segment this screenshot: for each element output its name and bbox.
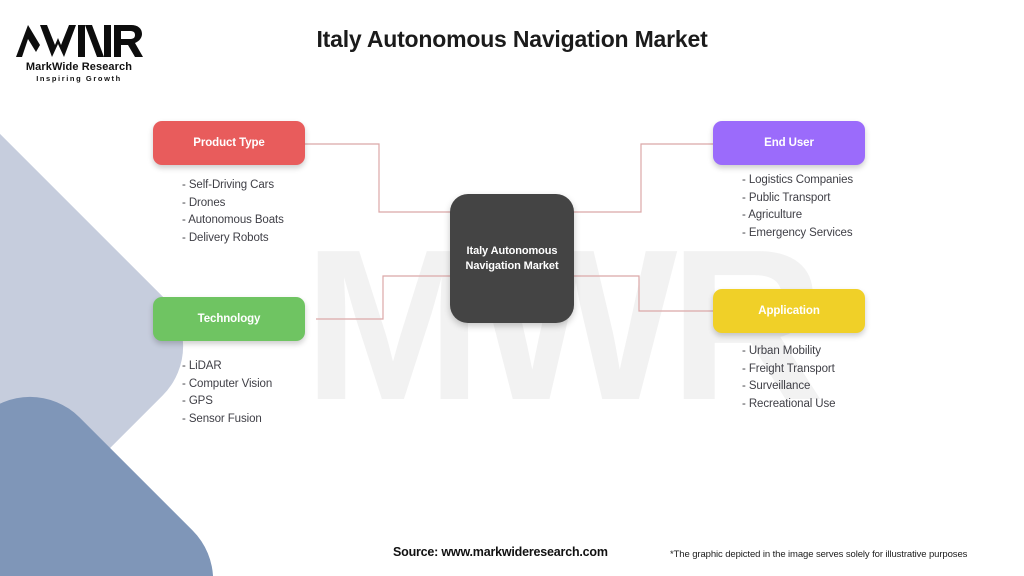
brand-logo: MarkWide Research Inspiring Growth: [14, 22, 144, 83]
center-node[interactable]: Italy Autonomous Navigation Market: [450, 194, 574, 323]
mwr-monogram-icon: [16, 25, 143, 57]
list-item: - Freight Transport: [742, 362, 835, 375]
list-item: - Urban Mobility: [742, 345, 821, 357]
branch-list-product-type: - Self-Driving Cars - Drones - Autonomou…: [182, 177, 284, 247]
branch-pill-application[interactable]: Application: [713, 289, 865, 333]
center-node-label-line1: Italy Autonomous: [466, 244, 558, 257]
page-title: Italy Autonomous Navigation Market: [316, 26, 708, 52]
list-item: - Surveillance: [742, 380, 811, 393]
list-item: - Agriculture: [742, 209, 803, 222]
branch-list-technology: - LiDAR - Computer Vision - GPS - Sensor…: [182, 358, 272, 428]
list-item: - LiDAR: [182, 360, 222, 372]
list-item: - Logistics Companies: [742, 174, 854, 186]
list-item: - Autonomous Boats: [182, 214, 284, 227]
list-item: - GPS: [182, 395, 213, 408]
branch-pill-technology[interactable]: Technology: [153, 297, 305, 341]
footer-disclaimer: *The graphic depicted in the image serve…: [670, 549, 968, 560]
branch-list-end-user: - Logistics Companies - Public Transport…: [742, 172, 853, 242]
branch-label-end-user: End User: [764, 137, 814, 149]
center-node-label-line2: Navigation Market: [465, 259, 559, 272]
list-item: - Recreational Use: [742, 397, 836, 410]
list-item: - Delivery Robots: [182, 231, 269, 244]
branch-pill-end-user[interactable]: End User: [713, 121, 865, 165]
footer-source: Source: www.markwideresearch.com: [393, 545, 608, 559]
logo-company-name: MarkWide Research: [25, 61, 133, 73]
center-node-label: Italy Autonomous Navigation Market: [455, 244, 568, 274]
list-item: - Self-Driving Cars: [182, 179, 275, 191]
branch-label-technology: Technology: [197, 313, 261, 325]
list-item: - Public Transport: [742, 191, 831, 204]
branch-list-application: - Urban Mobility - Freight Transport - S…: [742, 343, 836, 413]
list-item: - Sensor Fusion: [182, 412, 262, 425]
branch-pill-product-type[interactable]: Product Type: [153, 121, 305, 165]
list-item: - Emergency Services: [742, 226, 853, 239]
list-item: - Drones: [182, 196, 226, 209]
logo-tagline: Inspiring Growth: [36, 74, 122, 83]
list-item: - Computer Vision: [182, 377, 273, 390]
branch-label-product-type: Product Type: [193, 137, 265, 149]
branch-label-application: Application: [758, 305, 820, 317]
